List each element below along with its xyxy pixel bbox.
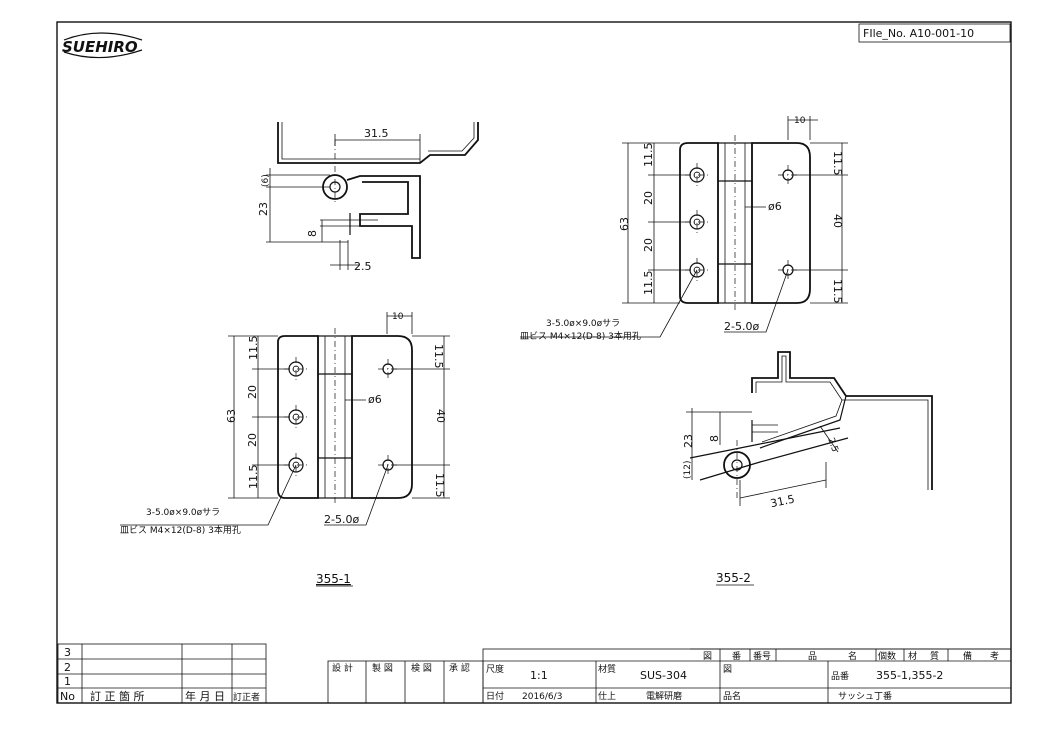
parts-hdr-qty: 個数 — [878, 650, 896, 662]
rev-row-1: 1 — [64, 675, 71, 688]
dim-2-5: 2.5 — [354, 260, 372, 273]
dim-40-b: 40 — [831, 214, 844, 228]
front-view-1: 63 11.5 20 20 11.5 11.5 40 11.5 10 — [120, 312, 450, 587]
dim-11-5-f: 11.5 — [642, 271, 655, 296]
parts-hdr-hin: 品 — [808, 651, 817, 662]
holes-note-a: 3-5.0ø×9.0øサラ — [146, 507, 220, 518]
scale-value: 1:1 — [530, 669, 548, 682]
title-block: 設 計 製 図 検 図 承 認 図 番 番号 品 名 個数 材 質 備 考 尺度… — [327, 648, 1012, 704]
view-355-2: 63 11.5 20 20 11.5 11.5 40 11.5 10 — [520, 116, 933, 586]
dim-8: 8 — [306, 230, 319, 237]
label-355-1: 355-1 — [316, 572, 351, 586]
screw-note-b: 皿ビス M4×12(D-8) 3本用孔 — [520, 330, 641, 342]
dim-6-paren: (6) — [261, 174, 271, 187]
view-355-1: 31.5 (6) 23 8 2.5 — [120, 122, 479, 587]
parts-hdr-mei: 名 — [848, 650, 857, 662]
part-no-label: 品番 — [831, 670, 849, 682]
file-no: FIle_No. A10-001-10 — [863, 27, 974, 40]
parts-hdr-kou: 考 — [990, 651, 999, 662]
rev-col-date: 年 月 日 — [185, 689, 225, 703]
dim-20-d: 20 — [642, 238, 655, 252]
material-value: SUS-304 — [640, 669, 687, 682]
dim-63-right: 63 — [618, 217, 631, 231]
dim-8-b: 8 — [708, 435, 721, 442]
rev-row-3: 3 — [64, 646, 71, 659]
name-value: サッシュ丁番 — [838, 690, 892, 702]
approval-approve: 承 認 — [449, 662, 470, 674]
dim-10-b: 10 — [794, 116, 806, 126]
finish-value: 電解研磨 — [646, 690, 682, 702]
finish-label: 仕上 — [598, 690, 616, 702]
sheet-border — [56, 21, 1012, 704]
dim-63-left: 63 — [225, 409, 238, 423]
parts-hdr-bi: 備 — [963, 650, 972, 662]
dim-23: 23 — [257, 202, 270, 216]
rev-col-desc: 訂 正 箇 所 — [90, 689, 145, 703]
date-value: 2016/6/3 — [522, 692, 562, 702]
dim-31-5-top: 31.5 — [364, 127, 389, 140]
approval-design: 設 計 — [332, 662, 353, 674]
holes-note-b: 3-5.0ø×9.0øサラ — [546, 318, 620, 329]
part-no-value: 355-1,355-2 — [876, 669, 943, 682]
logo-text: SUEHIRO — [62, 38, 138, 56]
label-355-2: 355-2 — [716, 571, 751, 585]
dim-11-5-g: 11.5 — [831, 151, 844, 176]
dim-11-5-h: 11.5 — [831, 279, 844, 304]
dim-11-5-a: 11.5 — [247, 336, 260, 361]
parts-hdr-mat: 材 — [908, 650, 917, 662]
dim-11-5-c: 11.5 — [432, 344, 445, 369]
dim-10-a: 10 — [392, 312, 404, 322]
side-section-1: 31.5 (6) 23 8 2.5 — [257, 122, 479, 273]
dim-20-c: 20 — [642, 191, 655, 205]
suehiro-logo: SUEHIRO — [62, 32, 143, 59]
dim-31-5-b: 31.5 — [769, 493, 796, 511]
dim-phi6-a: ø6 — [368, 393, 382, 406]
dim-20-a: 20 — [246, 385, 259, 399]
rev-col-by: 訂正者 — [233, 691, 260, 703]
dim-11-5-e: 11.5 — [642, 143, 655, 168]
front-view-2: 63 11.5 20 20 11.5 11.5 40 11.5 10 — [520, 116, 848, 342]
side-section-2: 23 8 (12) 31.5 2.5 — [682, 351, 933, 511]
scale-label: 尺度 — [486, 663, 504, 675]
dim-11-5-b: 11.5 — [247, 465, 260, 490]
rev-row-2: 2 — [64, 661, 71, 674]
parts-hdr-no: 番号 — [753, 650, 771, 662]
revision-table: 3 2 1 No 訂 正 箇 所 年 月 日 訂正者 — [57, 643, 267, 704]
parts-hdr-ban: 番 — [732, 650, 741, 662]
material-label: 材質 — [598, 663, 616, 675]
parts-hdr-fig: 図 — [703, 651, 712, 662]
dim-40-a: 40 — [434, 409, 447, 423]
holes2-note-a: 2-5.0ø — [324, 513, 359, 526]
screw-note-a: 皿ビス M4×12(D-8) 3本用孔 — [120, 524, 241, 536]
name-label: 品名 — [723, 690, 741, 702]
dim-23-b: 23 — [682, 434, 695, 448]
approval-draft: 製 図 — [372, 662, 393, 674]
dim-20-b: 20 — [246, 433, 259, 447]
dim-12-paren: (12) — [683, 461, 693, 479]
approval-check: 検 図 — [411, 662, 432, 674]
drawing-label: 図 — [723, 664, 732, 675]
file-no-box — [858, 23, 1011, 43]
parts-hdr-qual: 質 — [930, 650, 939, 662]
rev-col-no: No — [60, 690, 75, 703]
holes2-note-b: 2-5.0ø — [724, 320, 759, 333]
dim-11-5-d: 11.5 — [433, 473, 446, 498]
date-label: 日付 — [486, 691, 504, 702]
dim-phi6-b: ø6 — [768, 200, 782, 213]
